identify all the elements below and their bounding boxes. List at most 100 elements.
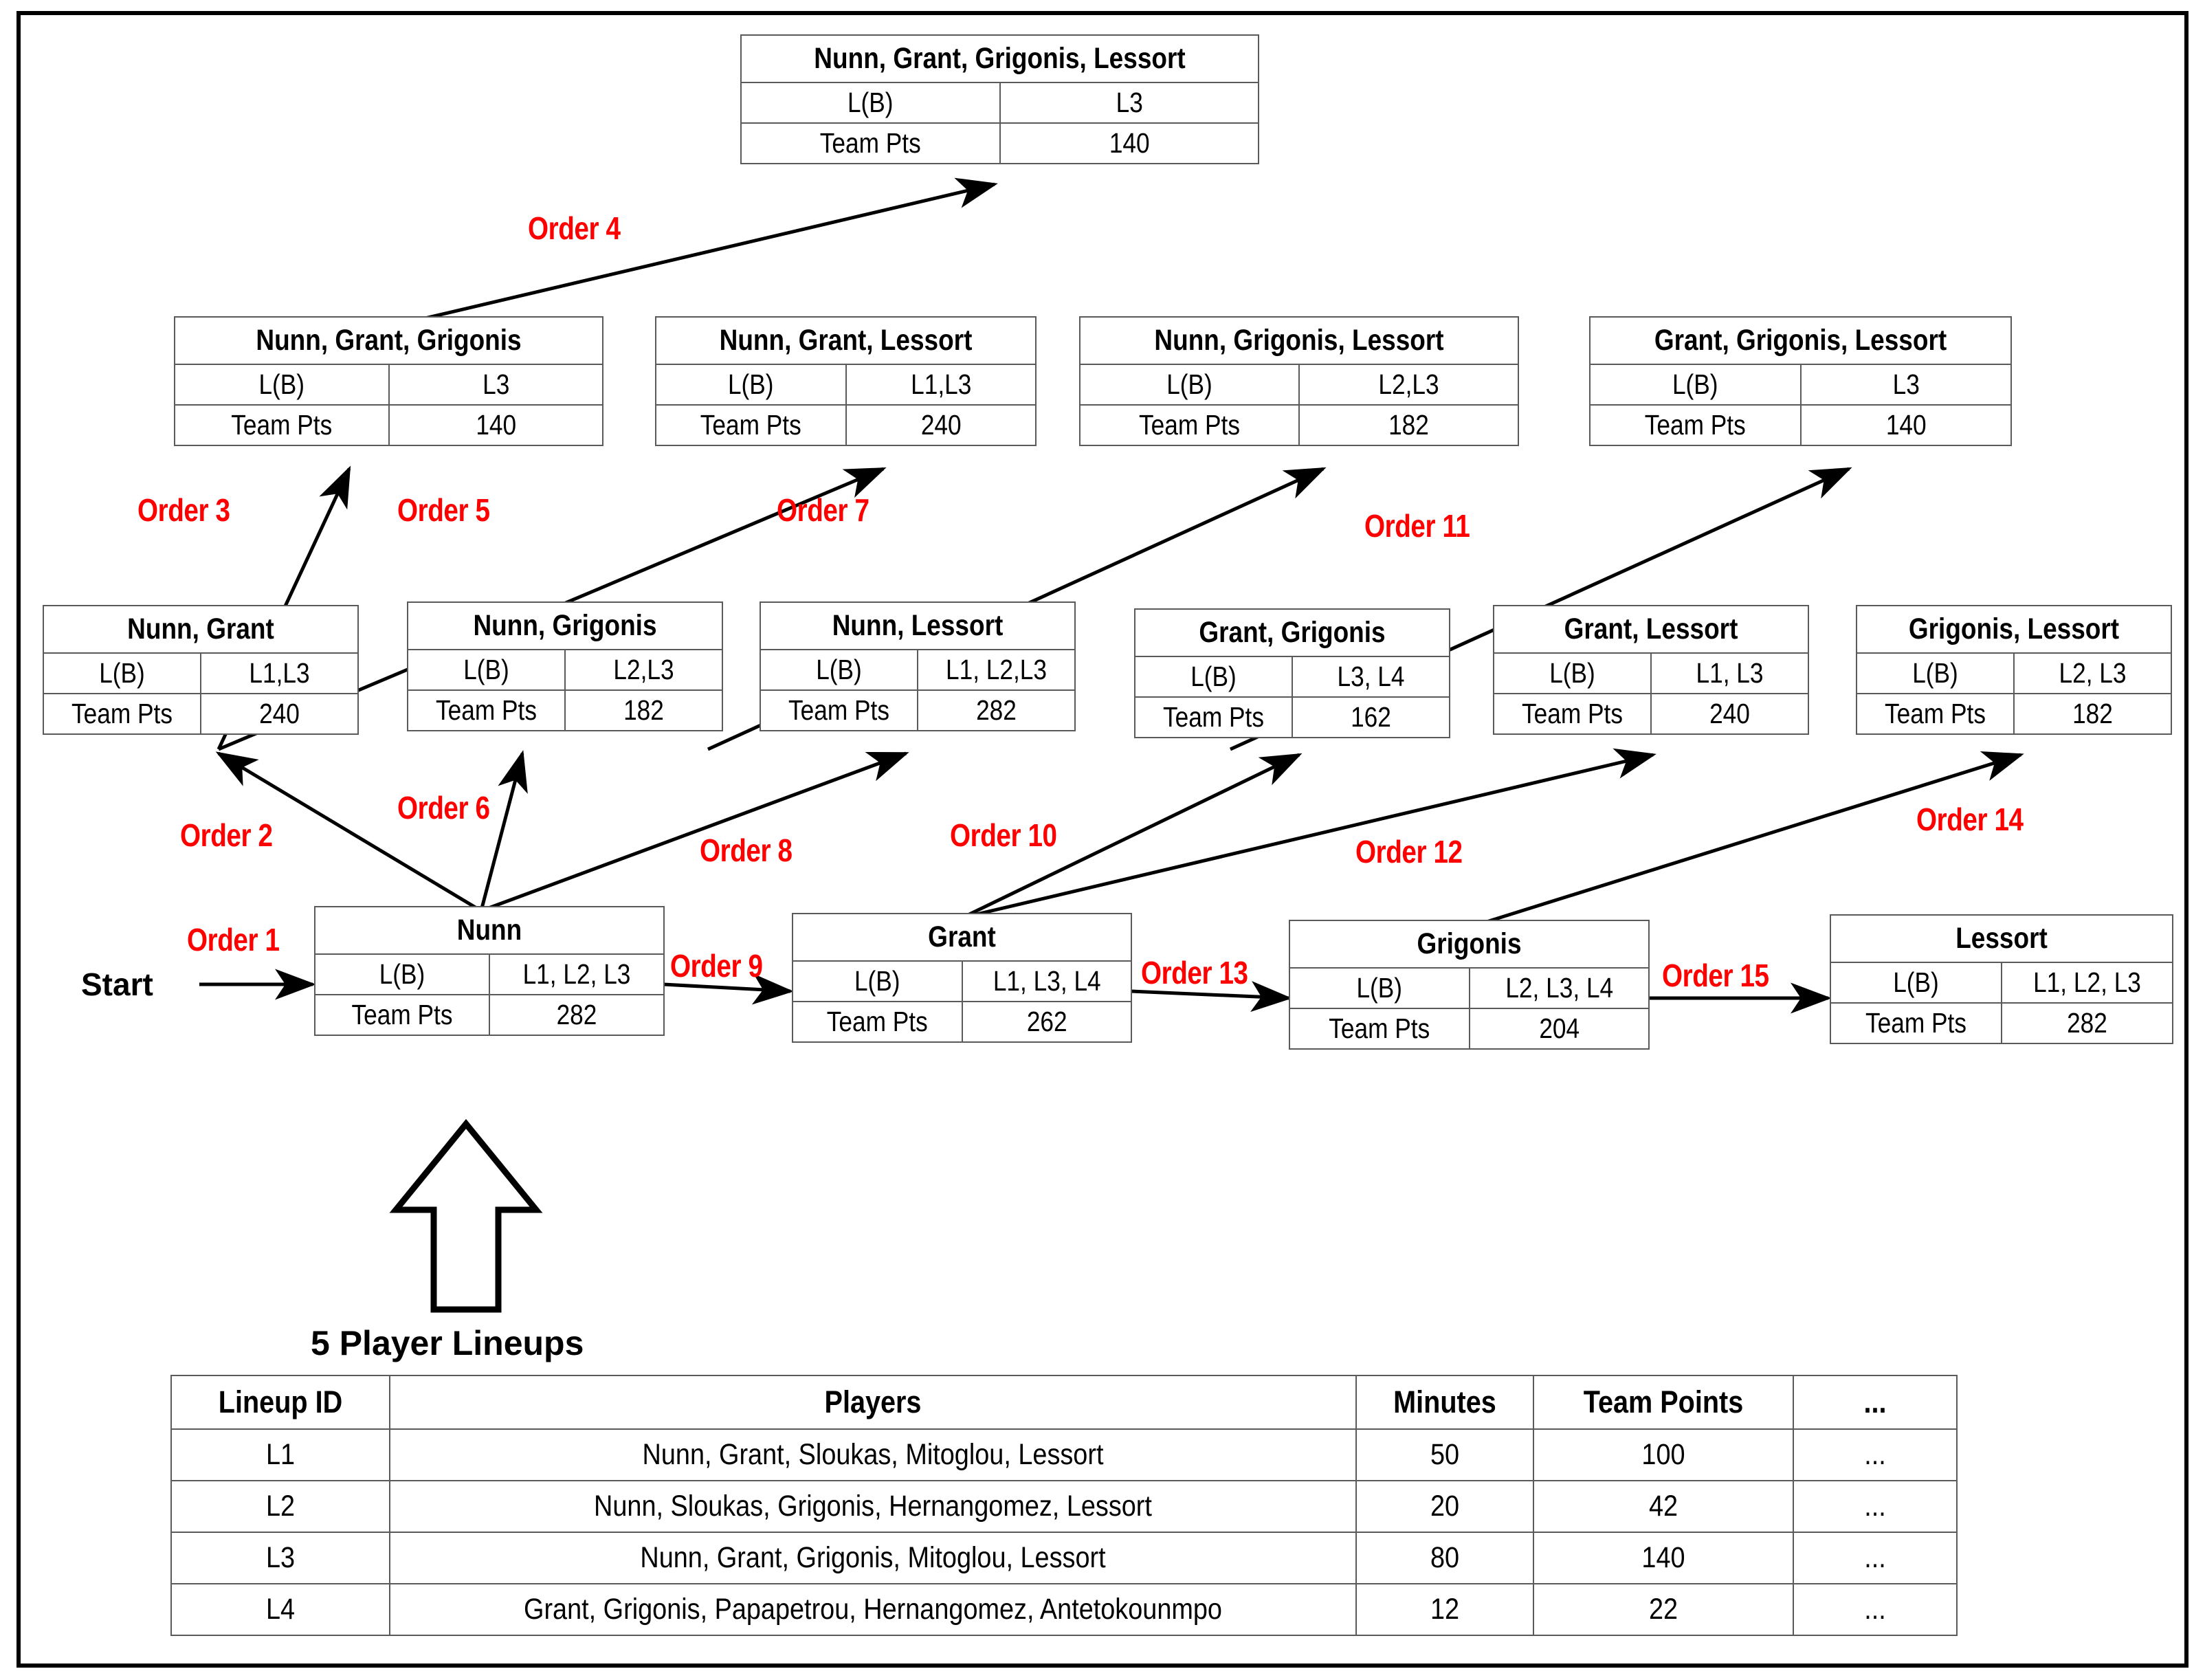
node-pts-label: Team Pts — [1841, 1002, 1991, 1044]
node-lb-label: L(B) — [1504, 652, 1641, 694]
cell-team-points: 42 — [1548, 1480, 1779, 1533]
node-title: Nunn, Grant, Lessort — [681, 316, 1010, 365]
cell-minutes: 50 — [1366, 1428, 1524, 1481]
node-lb-value: L2, L3 — [2024, 652, 2161, 694]
cell-players: Grant, Grigonis, Papapetrou, Hernangomez… — [447, 1583, 1299, 1636]
node-lb-label: L(B) — [1841, 962, 1991, 1004]
node-nunn-grigonis[interactable]: Nunn, Grigonis L(B) L2,L3 Team Pts 182 — [407, 601, 723, 731]
node-pts-value: 162 — [1303, 696, 1439, 738]
table-row[interactable]: L2 Nunn, Sloukas, Grigonis, Hernangomez,… — [171, 1480, 1957, 1533]
cell-team-points: 100 — [1548, 1428, 1779, 1481]
col-lineup-id: Lineup ID — [184, 1375, 377, 1430]
node-lb-label: L(B) — [1604, 364, 1786, 406]
node-lb-value: L1,L3 — [858, 364, 1023, 406]
cell-lineup-id: L1 — [184, 1428, 377, 1481]
node-nunn-grigonis-lessort[interactable]: Nunn, Grigonis, Lessort L(B) L2,L3 Team … — [1079, 316, 1519, 446]
node-nunn-lessort[interactable]: Nunn, Lessort L(B) L1, L2,L3 Team Pts 28… — [760, 601, 1076, 731]
node-title: Nunn — [338, 906, 641, 955]
node-nunn-grant[interactable]: Nunn, Grant L(B) L1,L3 Team Pts 240 — [43, 605, 359, 735]
node-grant-grigonis-lessort[interactable]: Grant, Grigonis, Lessort L(B) L3 Team Pt… — [1589, 316, 2012, 446]
node-title: Nunn, Lessort — [782, 601, 1054, 650]
node-pts-label: Team Pts — [188, 404, 375, 446]
node-lessort[interactable]: Lessort L(B) L1, L2, L3 Team Pts 282 — [1830, 914, 2173, 1044]
node-lb-value: L1, L3, L4 — [973, 960, 1120, 1002]
node-pts-label: Team Pts — [1504, 693, 1641, 735]
node-title: Nunn, Grant, Grigonis — [203, 316, 574, 365]
node-nunn[interactable]: Nunn L(B) L1, L2, L3 Team Pts 282 — [314, 906, 665, 1036]
node-title: Grant, Lessort — [1515, 605, 1787, 654]
node-pts-value: 204 — [1481, 1008, 1637, 1050]
five-player-lineups-label: 5 Player Lineups — [311, 1324, 584, 1362]
node-lb-label: L(B) — [1094, 364, 1285, 406]
order-label-5: Order 5 — [397, 492, 490, 528]
cell-minutes: 12 — [1366, 1583, 1524, 1636]
node-pts-value: 140 — [403, 404, 589, 446]
node-grant[interactable]: Grant L(B) L1, L3, L4 Team Pts 262 — [792, 913, 1132, 1043]
col-more: ... — [1802, 1375, 1948, 1430]
node-grigonis-lessort[interactable]: Grigonis, Lessort L(B) L2, L3 Team Pts 1… — [1856, 605, 2172, 735]
order-label-12: Order 12 — [1355, 834, 1463, 870]
node-pts-value: 282 — [500, 994, 653, 1036]
node-lb-value: L1,L3 — [211, 652, 348, 694]
node-pts-label: Team Pts — [771, 689, 907, 731]
lineups-table[interactable]: Lineup ID Players Minutes Team Points ..… — [170, 1375, 1958, 1636]
node-title: Nunn, Grigonis — [429, 601, 701, 650]
cell-minutes: 80 — [1366, 1532, 1524, 1584]
table-row[interactable]: L3 Nunn, Grant, Grigonis, Mitoglou, Less… — [171, 1532, 1957, 1584]
order-label-13: Order 13 — [1141, 955, 1248, 991]
node-grant-lessort[interactable]: Grant, Lessort L(B) L1, L3 Team Pts 240 — [1493, 605, 1809, 735]
cell-minutes: 20 — [1366, 1480, 1524, 1533]
order-label-9: Order 9 — [670, 948, 763, 984]
node-title: Grigonis, Lessort — [1878, 605, 2150, 654]
order-label-7: Order 7 — [777, 492, 869, 528]
node-title: Grant, Grigonis — [1156, 608, 1428, 657]
node-lb-label: L(B) — [418, 649, 555, 691]
node-title: Nunn, Grant — [65, 605, 337, 654]
order-label-6: Order 6 — [397, 790, 490, 826]
node-nunn-grant-grigonis-lessort[interactable]: Nunn, Grant, Grigonis, Lessort L(B) L3 T… — [740, 34, 1259, 164]
node-lb-value: L1, L2, L3 — [500, 953, 653, 995]
cell-more: ... — [1802, 1583, 1948, 1636]
node-pts-value: 282 — [2013, 1002, 2162, 1044]
table-row[interactable]: L1 Nunn, Grant, Sloukas, Mitoglou, Lesso… — [171, 1428, 1957, 1481]
node-title: Nunn, Grant, Grigonis, Lessort — [776, 34, 1223, 83]
node-lb-value: L2,L3 — [575, 649, 712, 691]
node-title: Lessort — [1854, 914, 2150, 963]
node-pts-label: Team Pts — [1301, 1008, 1458, 1050]
node-pts-value: 182 — [1314, 404, 1504, 446]
node-pts-value: 182 — [2024, 693, 2161, 735]
node-grant-grigonis[interactable]: Grant, Grigonis L(B) L3, L4 Team Pts 162 — [1134, 608, 1450, 738]
node-lb-label: L(B) — [668, 364, 834, 406]
node-pts-value: 140 — [1017, 122, 1241, 164]
node-lb-label: L(B) — [1867, 652, 2004, 694]
start-label: Start — [81, 966, 153, 1002]
node-nunn-grant-grigonis[interactable]: Nunn, Grant, Grigonis L(B) L3 Team Pts 1… — [174, 316, 603, 446]
node-lb-label: L(B) — [188, 364, 375, 406]
order-label-8: Order 8 — [700, 832, 793, 868]
node-pts-label: Team Pts — [804, 1001, 951, 1043]
node-lb-label: L(B) — [771, 649, 907, 691]
cell-lineup-id: L2 — [184, 1480, 377, 1533]
table-row[interactable]: L4 Grant, Grigonis, Papapetrou, Hernango… — [171, 1583, 1957, 1636]
node-lb-label: L(B) — [1145, 656, 1282, 698]
order-label-2: Order 2 — [180, 817, 273, 853]
node-title: Nunn, Grigonis, Lessort — [1109, 316, 1489, 365]
cell-more: ... — [1802, 1428, 1948, 1481]
cell-more: ... — [1802, 1480, 1948, 1533]
cell-players: Nunn, Grant, Grigonis, Mitoglou, Lessort — [447, 1532, 1299, 1584]
node-title: Grigonis — [1314, 920, 1625, 969]
order-label-4: Order 4 — [528, 210, 621, 246]
node-lb-value: L3 — [1815, 364, 1997, 406]
node-lb-label: L(B) — [804, 960, 951, 1002]
node-lb-label: L(B) — [54, 652, 190, 694]
node-grigonis[interactable]: Grigonis L(B) L2, L3, L4 Team Pts 204 — [1289, 920, 1650, 1050]
node-lb-value: L1, L3 — [1661, 652, 1798, 694]
order-label-3: Order 3 — [137, 492, 230, 528]
node-lb-value: L3 — [1017, 82, 1241, 124]
node-nunn-grant-lessort[interactable]: Nunn, Grant, Lessort L(B) L1,L3 Team Pts… — [655, 316, 1037, 446]
node-title: Grant, Grigonis, Lessort — [1619, 316, 1982, 365]
node-pts-value: 140 — [1815, 404, 1997, 446]
order-label-10: Order 10 — [950, 817, 1057, 853]
order-label-1: Order 1 — [187, 922, 280, 958]
